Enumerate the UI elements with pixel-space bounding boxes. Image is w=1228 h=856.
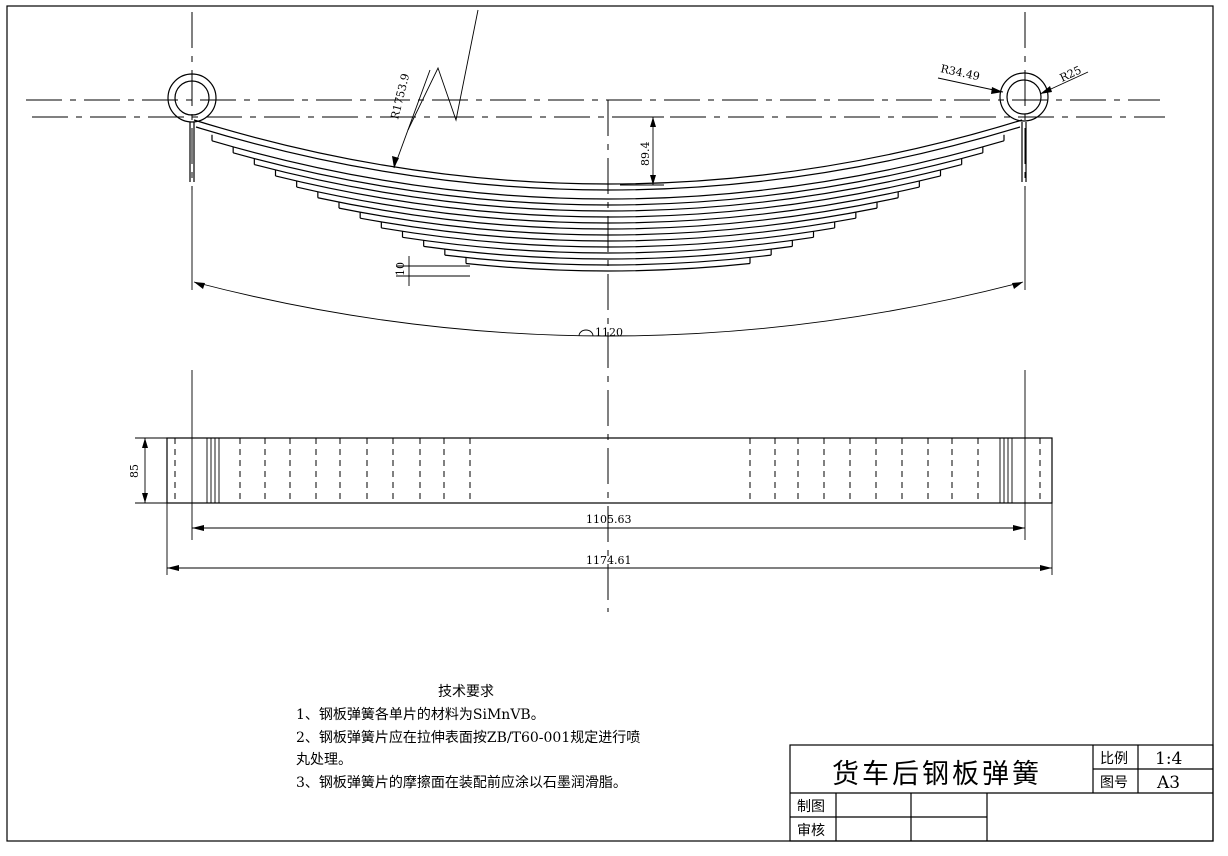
left-eye (167, 73, 217, 123)
radius-main-arrow (392, 156, 399, 168)
leaf-edge (317, 197, 899, 230)
leaf-edge (360, 217, 856, 242)
drawing-border (6, 5, 1214, 842)
drawing-number-value: A3 (1156, 773, 1180, 793)
arc-length-dimension (193, 281, 1024, 337)
notes-line-1: 1、钢板弹簧各单片的材料为SiMnVB。 (296, 707, 545, 723)
leaf-edge (254, 163, 962, 212)
leaf-edge (338, 207, 878, 236)
arc-symbol (578, 329, 594, 337)
leaf-edge (296, 186, 920, 224)
arc-length-label: 1120 (595, 326, 623, 339)
radius-eye-outer-arrow (991, 87, 1003, 94)
leaf-edge (233, 152, 983, 206)
leaf-edge (211, 140, 1005, 200)
scale-label: 比例 (1100, 751, 1128, 767)
top-view (166, 370, 1053, 575)
width-label: 85 (128, 464, 141, 478)
checked-by-label: 审核 (797, 823, 825, 839)
main-leaf-edge (193, 119, 1023, 185)
leaf-edge (444, 254, 772, 266)
notes-line-2: 2、钢板弹簧片应在拉伸表面按ZB/T60-001规定进行喷 (296, 729, 640, 746)
spring-leaves (193, 119, 1023, 272)
leaf-thickness-label: 10 (394, 262, 407, 276)
main-leaf-edge (195, 126, 1021, 191)
radius-main-leader (393, 69, 431, 169)
leaf-edge (402, 236, 814, 254)
leaf-edge (423, 245, 793, 260)
radius-eye-inner-label: R25 (1058, 64, 1084, 85)
notes-line-4: 3、钢板弹簧片的摩擦面在装配前应涂以石墨润滑脂。 (296, 774, 627, 791)
drawing-number-label: 图号 (1100, 775, 1128, 791)
break-line (407, 9, 479, 131)
top-view-outline (166, 437, 1053, 504)
radius-main-label: R1753.9 (388, 72, 412, 121)
overall-length-label: 1174.61 (586, 554, 632, 567)
drawing-title: 货车后钢板弹簧 (832, 759, 1042, 790)
scale-value: 1:4 (1155, 749, 1182, 769)
radius-eye-inner-arrow (1040, 86, 1052, 94)
notes-title: 技术要求 (438, 684, 494, 700)
drawn-by-label: 制图 (797, 799, 825, 815)
leaf-edge (381, 227, 835, 248)
title-block: 货车后钢板弹簧 比例 1:4 图号 A3 制图 审核 (789, 744, 1214, 842)
leaf-edge (275, 175, 941, 218)
leaf-edge (465, 262, 751, 272)
notes-line-3: 丸处理。 (296, 752, 352, 768)
right-eye (999, 72, 1049, 122)
eye-span-label: 1105.63 (586, 513, 632, 526)
camber-label: 89.4 (639, 142, 652, 167)
